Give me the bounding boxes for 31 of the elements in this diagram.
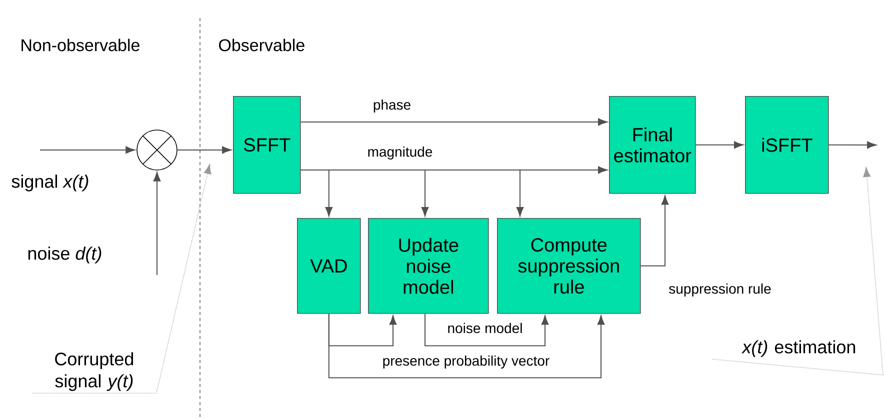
region-label: Non-observable [22, 38, 140, 52]
multiplier-symbol [136, 130, 178, 170]
process-box: iSFFT [745, 96, 829, 194]
arrow [300, 118, 608, 126]
arrow [424, 313, 549, 346]
process-box: Compute suppression rule [497, 218, 641, 314]
process-box: VAD [297, 218, 361, 314]
edge-label: signal x(t) [10, 174, 90, 192]
edge-label: phase [372, 98, 412, 114]
leader-line [32, 164, 212, 394]
edge-label: noise model [446, 322, 524, 334]
arrow [153, 172, 161, 276]
edge-label: presence probability vector [381, 354, 551, 370]
arrow [695, 141, 744, 149]
process-box: SFFT [233, 96, 301, 194]
leader-text: Corrupted signal y(t) [55, 352, 134, 391]
edge-label: magnitude [366, 145, 434, 161]
arrow [40, 146, 135, 154]
arrow [328, 313, 397, 346]
leader-text: x(t) estimation [741, 340, 856, 357]
arrow [300, 170, 524, 216]
arrow [640, 195, 669, 266]
leader-line [712, 167, 884, 376]
arrow [828, 141, 876, 149]
arrow [176, 146, 232, 154]
edge-label: suppression rule [668, 282, 772, 298]
edge-label: noise d(t) [26, 246, 104, 264]
arrow [328, 313, 605, 378]
process-box: Update noise model [368, 218, 489, 314]
process-box: Final estimator [609, 96, 696, 194]
region-label: Observable [219, 38, 304, 52]
